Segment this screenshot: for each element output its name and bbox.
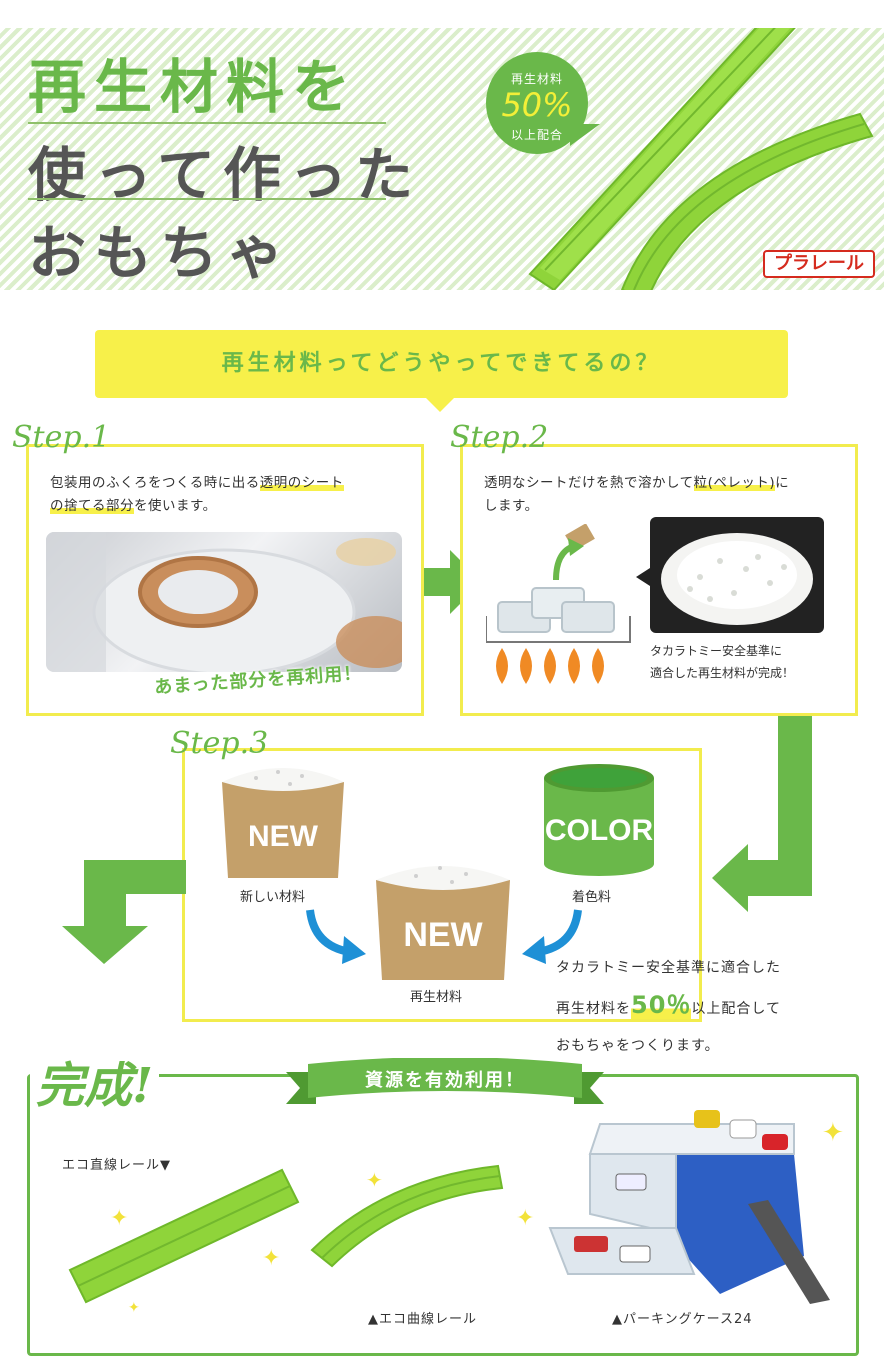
step3-note-50-percent: 50％ bbox=[631, 991, 692, 1019]
step1-label: Step.1 bbox=[12, 420, 111, 455]
sparkle-icon: ✦ bbox=[262, 1246, 281, 1271]
hero-title-line-2: 使って作った bbox=[28, 141, 422, 209]
step2-caption-line1: タカラトミー安全基準に bbox=[650, 644, 783, 658]
step2-label: Step.2 bbox=[450, 420, 549, 455]
parking-case-image bbox=[548, 1110, 830, 1304]
step3-note: タカラトミー安全基準に適合した 再生材料を50％以上配合して おもちゃをつくりま… bbox=[556, 950, 876, 1065]
badge-value: 50% bbox=[501, 86, 573, 124]
down-arrow-icon bbox=[62, 860, 186, 964]
sparkle-icon: ✦ bbox=[366, 1168, 383, 1192]
step3-note-line2: 再生材料を50％以上配合して bbox=[556, 987, 876, 1028]
step2-caption-line2: 適合した再生材料が完成！ bbox=[650, 666, 795, 680]
colorant-label: 着色料 bbox=[572, 890, 612, 905]
badge-top-text: 再生材料 bbox=[510, 72, 563, 86]
plarail-logo: プラレール bbox=[763, 250, 875, 278]
step3-note-line2-b: 以上配合して bbox=[691, 1001, 781, 1017]
sparkle-icon: ✦ bbox=[128, 1300, 140, 1316]
recycled-material-label: 再生材料 bbox=[410, 990, 463, 1005]
step2-caption: タカラトミー安全基準に 適合した再生材料が完成！ bbox=[650, 640, 794, 684]
hero-title-line-3: おもちゃ bbox=[28, 219, 293, 287]
step1-text-a: 包装用のふくろをつくる時に出る bbox=[50, 475, 260, 491]
eco-curved-rail-image bbox=[310, 1164, 504, 1268]
sparkle-icon: ✦ bbox=[822, 1118, 844, 1148]
sparkle-icon: ✦ bbox=[110, 1206, 129, 1231]
badge-bottom-text: 以上配合 bbox=[510, 128, 563, 142]
recycled-material-sack: NEW bbox=[376, 866, 510, 980]
melting-illustration bbox=[486, 524, 631, 684]
curved-rail-image bbox=[620, 112, 874, 290]
ribbon-banner bbox=[286, 1058, 604, 1104]
pellet-bubble-tail bbox=[636, 568, 650, 586]
elbow-arrow-icon bbox=[712, 716, 812, 912]
parking-case-label: ▲パーキングケース24 bbox=[612, 1312, 753, 1327]
step1-highlight: 透明のシート bbox=[259, 475, 344, 491]
step2-text-b: に bbox=[775, 475, 790, 491]
title-underline bbox=[28, 198, 386, 200]
recycled-sack-new-text: NEW bbox=[403, 916, 483, 954]
step3-note-line1: タカラトミー安全基準に適合した bbox=[556, 960, 781, 976]
straight-rail-image bbox=[528, 28, 796, 290]
step3-note-line3: おもちゃをつくります。 bbox=[556, 1038, 720, 1054]
hero-title-line-1: 再生材料を bbox=[28, 53, 359, 121]
hero-rails-image bbox=[528, 28, 874, 290]
pellet-photo bbox=[650, 517, 824, 633]
step1-text-b: を使います。 bbox=[134, 498, 217, 514]
hero-banner: 再生材料を 使って作った おもちゃ 再生材料 50% 以上配合 プラレール bbox=[0, 28, 884, 290]
curved-rail-label: ▲エコ曲線レール bbox=[368, 1312, 477, 1327]
step2-highlight: 粒(ペレット) bbox=[693, 475, 776, 491]
step2-text: 透明なシートだけを熱で溶かして粒(ペレット)に します。 bbox=[484, 472, 840, 518]
blue-curved-arrow-icon bbox=[306, 909, 366, 964]
blue-curved-arrow-icon bbox=[522, 909, 582, 964]
right-arrow-icon bbox=[424, 550, 482, 614]
ribbon-text: 資源を有効利用！ bbox=[365, 1070, 525, 1091]
title-underline bbox=[28, 122, 386, 124]
step1-highlight-2: の捨てる部分 bbox=[50, 498, 134, 514]
sack-new-text: NEW bbox=[248, 820, 319, 853]
step3-note-line2-a: 再生材料を bbox=[556, 1001, 631, 1017]
straight-rail-label: エコ直線レール▼ bbox=[62, 1158, 171, 1173]
question-banner: 再生材料ってどうやってできてるの？ bbox=[95, 330, 788, 398]
recycled-50-badge: 再生材料 50% 以上配合 bbox=[486, 52, 588, 154]
eco-straight-rail-image bbox=[68, 1168, 300, 1304]
new-material-label: 新しい材料 bbox=[240, 890, 306, 905]
step2-text-c: します。 bbox=[484, 498, 539, 514]
step1-text: 包装用のふくろをつくる時に出る透明のシート の捨てる部分を使います。 bbox=[50, 472, 406, 518]
step2-text-a: 透明なシートだけを熱で溶かして bbox=[484, 475, 694, 491]
color-can: COLOR bbox=[544, 764, 654, 876]
film-roll-photo bbox=[46, 532, 402, 672]
question-banner-tail bbox=[426, 398, 454, 412]
sparkle-icon: ✦ bbox=[516, 1206, 535, 1231]
complete-title: 完成! bbox=[30, 1046, 160, 1116]
new-material-sack: NEW bbox=[222, 768, 344, 878]
step3-label: Step.3 bbox=[170, 726, 269, 761]
can-color-text: COLOR bbox=[545, 814, 654, 847]
